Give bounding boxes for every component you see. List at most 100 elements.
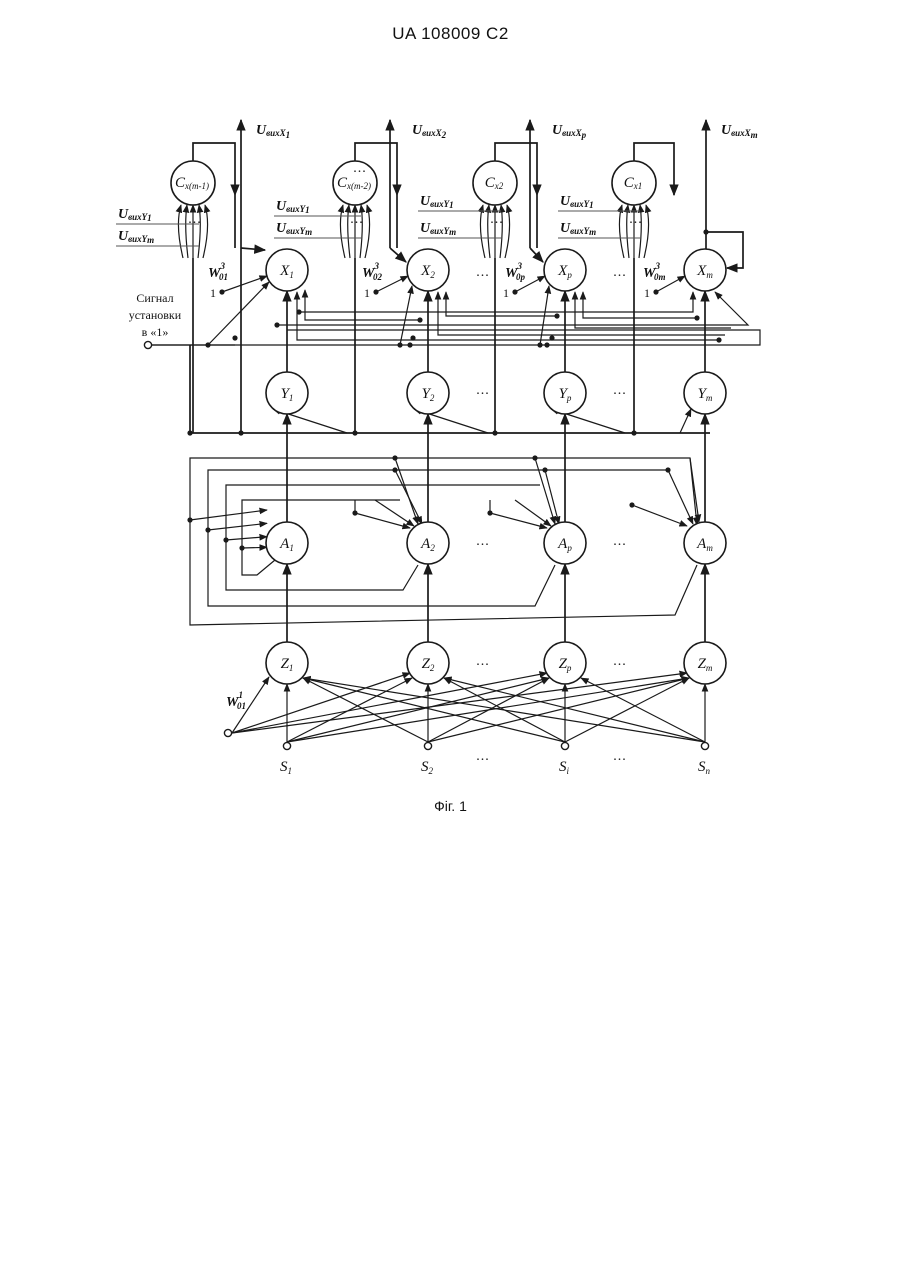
ellipsis: ... [613,265,627,280]
wire [668,470,693,524]
junction-dot [631,430,636,435]
output-label: UвихX1 [256,123,290,140]
junction-dot [665,467,670,472]
wire [375,500,414,526]
wire [632,505,687,526]
wire [690,458,699,522]
wire [490,513,547,528]
junction-dot [653,289,658,294]
wire [242,547,267,548]
ellipsis: ... [476,534,490,549]
junction-dot [296,309,301,314]
wire [515,500,551,526]
junction-dot [219,289,224,294]
junction-dot [274,322,279,327]
input-label: Si [559,759,570,776]
weight-label: W30p [505,261,525,282]
c-input-label: UвихY1 [118,207,152,223]
set-signal-label: Сигнал [136,291,173,305]
wire [428,678,549,742]
set-signal-label: в «1» [142,325,169,339]
wire [644,205,649,258]
ellipsis: ... [476,749,490,764]
ellipsis: ... [613,383,627,398]
junction-dot [537,342,542,347]
ellipsis: ... [353,161,367,176]
wire [241,248,265,250]
wire [390,248,406,262]
output-label: UвихX2 [412,123,447,140]
c-input-label: UвихYm [420,221,456,237]
wire [530,248,543,262]
wire [340,205,345,258]
junction-dot [532,455,537,460]
input-terminal [701,742,708,749]
ellipsis: ... [476,383,490,398]
junction-dot [232,335,237,340]
junction-dot [629,502,634,507]
bias-value: 1 [503,286,509,300]
junction-dot [407,342,412,347]
weight-label: W302 [362,261,382,282]
weight-label-z: W101 [226,690,246,711]
wire [480,205,485,258]
output-label: UвихXp [552,123,587,140]
junction-dot [410,335,415,340]
wire [178,205,183,258]
wire [505,205,510,258]
bias-value: 1 [210,286,216,300]
wire [303,678,565,742]
junction-dot [716,337,721,342]
input-terminal [424,742,431,749]
junction-dot [703,229,708,234]
figure-caption: Фіг. 1 [0,798,901,814]
wire [365,205,370,258]
junction-dot [205,342,210,347]
junction-dot [512,289,517,294]
junction-dot [544,342,549,347]
junction-dot [187,430,192,435]
wire [203,205,208,258]
junction-dot [238,430,243,435]
c-ellipsis: ... [629,212,643,227]
input-label: Sn [698,759,711,776]
junction-dot [187,517,192,522]
wire [575,292,731,328]
input-label: S1 [280,759,292,776]
c-ellipsis: ... [350,212,364,227]
wire [680,409,691,433]
weight-label: W30m [643,261,665,282]
wire [242,500,400,575]
junction-dot [542,467,547,472]
wire [619,205,624,258]
c-input-label: UвихYm [560,221,596,237]
ellipsis: ... [613,534,627,549]
junction-dot [223,537,228,542]
wire [305,290,420,320]
set-signal-terminal [144,341,151,348]
junction-dot [239,545,244,550]
c-input-label: UвихYm [276,221,312,237]
wire [303,678,705,742]
c-input-label: UвихY1 [276,199,310,215]
input-terminal [283,742,290,749]
junction-dot [352,510,357,515]
junction-dot [205,527,210,532]
junction-dot [373,289,378,294]
junction-dot [554,313,559,318]
network-diagram: ............1111X1X2XpXmY1Y2YpYmA1A2ApAm… [0,0,901,790]
wire [222,276,267,292]
bias-value: 1 [364,286,370,300]
junction-dot [487,510,492,515]
c-input-label: UвихY1 [420,194,454,210]
output-label: UвихXm [721,123,758,140]
junction-dot [352,430,357,435]
junction-dot [549,335,554,340]
wire [208,282,269,345]
ellipsis: ... [613,749,627,764]
c-ellipsis: ... [490,212,504,227]
c-input-label: UвихYm [118,229,154,245]
junction-dot [492,430,497,435]
junction-dot [694,315,699,320]
